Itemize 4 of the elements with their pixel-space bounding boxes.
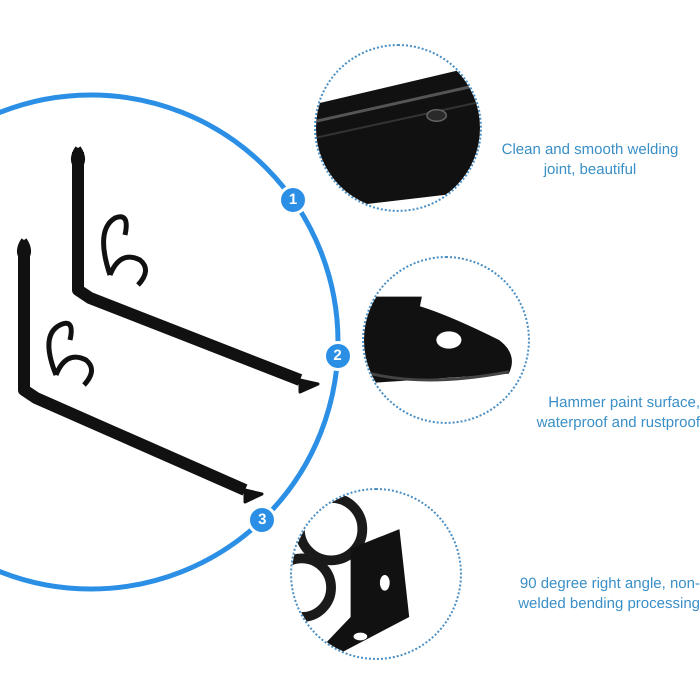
step-number-badge: 3 — [247, 505, 278, 535]
feature-caption: Hammer paint surface, waterproof and rustproof — [536, 393, 700, 433]
feature-caption: 90 degree right angle, non-welded bending processing — [517, 574, 700, 614]
feature-caption: Clean and smooth welding joint, beautiful — [500, 140, 680, 180]
